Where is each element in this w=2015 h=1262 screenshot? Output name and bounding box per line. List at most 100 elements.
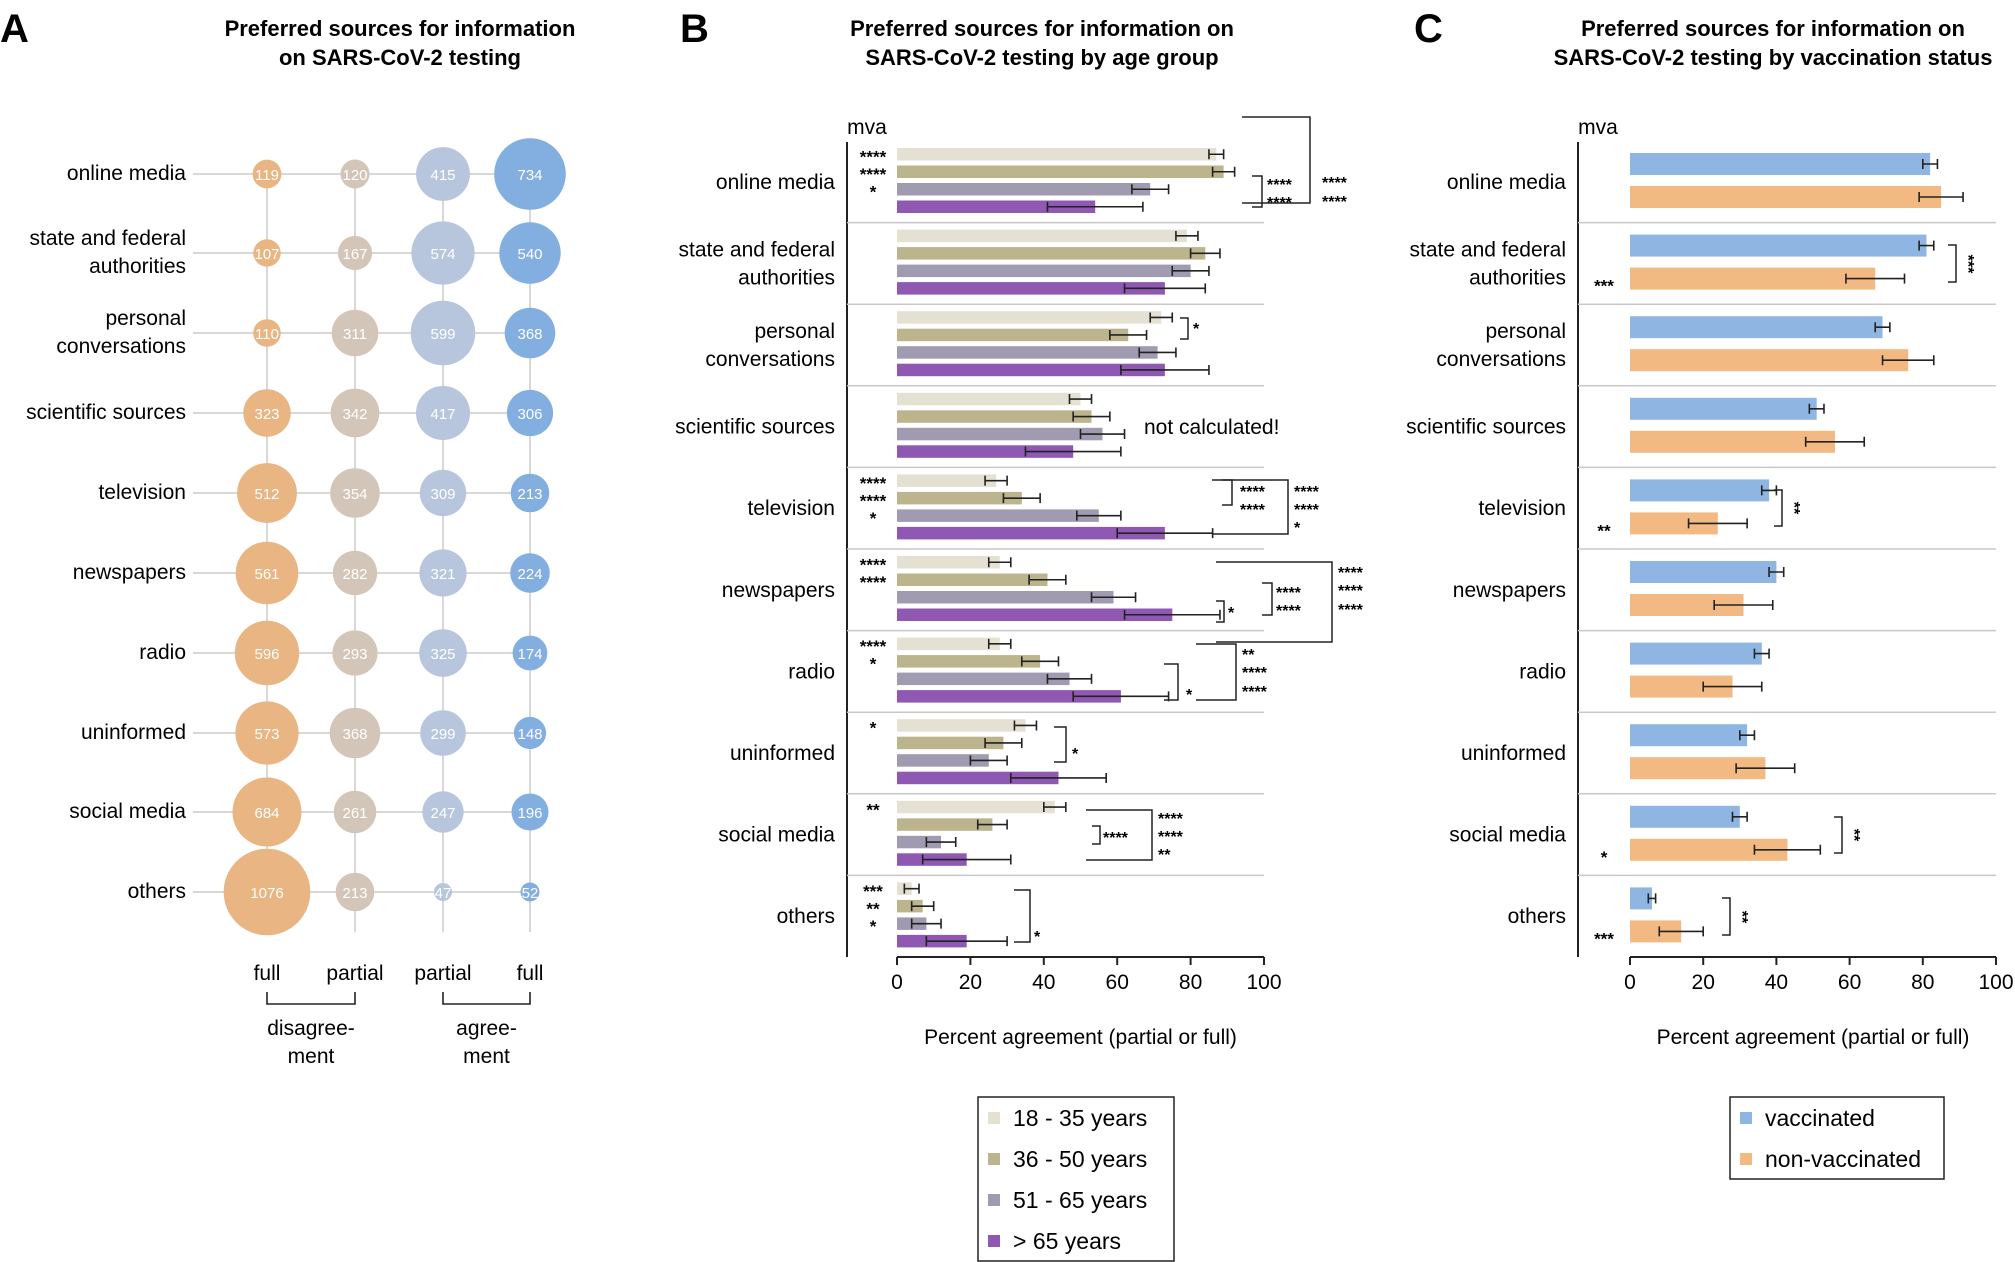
group-label: ment [463, 1045, 510, 1068]
error-bar [987, 638, 1012, 649]
category-label: authorities [1469, 266, 1566, 289]
error-bar [1068, 394, 1093, 405]
error-bar [969, 755, 1008, 766]
error-bar [1713, 600, 1774, 610]
category-label: radio [788, 660, 835, 683]
category-label: television [98, 481, 186, 504]
category-label: social media [1449, 824, 1566, 847]
error-bar [1753, 648, 1770, 659]
panel-b-title-line1: Preferred sources for information on [850, 16, 1234, 41]
bubble [420, 710, 466, 756]
bubble-value-label: 293 [342, 646, 367, 663]
error-bar [925, 936, 1008, 947]
mva-label: mva [1578, 116, 1618, 139]
bubble [410, 300, 476, 366]
bubble [506, 389, 554, 437]
bubble [232, 777, 302, 847]
mva-significance: * [870, 917, 877, 936]
legend-swatch [1740, 1153, 1752, 1165]
error-bar [1171, 265, 1210, 276]
bar [1630, 675, 1733, 698]
not-calculated-note: not calculated! [1144, 416, 1279, 439]
significance-stars: * [1294, 520, 1301, 537]
bubble-value-label: 110 [255, 326, 279, 343]
bar [1630, 642, 1762, 665]
group-label: ment [288, 1045, 335, 1068]
legend-swatch [988, 1235, 1000, 1247]
significance-bracket [1242, 116, 1311, 204]
mva-significance: **** [860, 637, 887, 656]
bubble-value-label: 734 [517, 167, 542, 184]
error-bar [1072, 411, 1111, 422]
bubble [422, 791, 464, 833]
category-label: scientific sources [675, 416, 835, 439]
bubble-value-label: 415 [430, 167, 455, 184]
significance-bracket [1252, 175, 1263, 208]
x-axis-title: Percent agreement (partial or full) [924, 1026, 1237, 1049]
error-bar [910, 901, 935, 912]
bar [897, 637, 1000, 651]
significance-stars: **** [1240, 484, 1266, 501]
error-bar [1731, 811, 1748, 822]
mva-significance: **** [860, 573, 887, 592]
bar [897, 754, 989, 767]
bubble [411, 221, 475, 285]
bubble-value-label: 309 [430, 486, 455, 503]
error-bar [903, 883, 920, 894]
significance-stars: **** [1338, 583, 1364, 600]
mva-significance: **** [860, 474, 887, 493]
error-bar [1702, 681, 1763, 692]
bar [897, 264, 1191, 278]
bar [1630, 887, 1652, 910]
legend-box [1729, 1096, 1945, 1180]
bar [897, 655, 1041, 668]
error-bar [1116, 528, 1214, 539]
significance-bracket [1222, 479, 1233, 506]
bar [897, 183, 1151, 196]
x-tick-label: 100 [1246, 971, 1281, 994]
category-label: social media [69, 800, 186, 823]
significance-stars: **** [1276, 603, 1302, 620]
significance-bracket [1216, 561, 1333, 643]
mva-significance: * [870, 719, 877, 738]
bar [1630, 594, 1744, 616]
category-label: personal [105, 307, 186, 330]
error-bar [1922, 159, 1939, 169]
bubble-value-label: 306 [517, 406, 542, 423]
bubble-value-label: 282 [342, 566, 367, 583]
bubble-value-label: 167 [342, 246, 367, 263]
mva-significance: **** [860, 491, 887, 510]
bubble [419, 549, 467, 597]
bubble [416, 147, 470, 201]
bar [897, 899, 923, 913]
bubble-value-label: 417 [430, 406, 455, 423]
mva-significance: **** [860, 165, 887, 184]
error-bar [1658, 926, 1704, 937]
bubble-value-label: 321 [430, 566, 455, 583]
error-bar [921, 854, 1012, 865]
legend-item-label: vaccinated [1765, 1105, 1875, 1131]
error-bar [1918, 240, 1935, 251]
significance-stars: **** [1322, 194, 1348, 211]
error-bar [1013, 720, 1038, 731]
significance-bracket [1054, 726, 1067, 763]
bubble [237, 463, 297, 523]
significance-bracket [1948, 244, 1957, 283]
bar [897, 800, 1055, 814]
error-bar [1175, 230, 1199, 241]
bar [897, 573, 1048, 586]
bubble [329, 707, 381, 759]
bar [1630, 267, 1876, 290]
error-bar [1753, 844, 1822, 855]
category-label: uninformed [1461, 742, 1566, 765]
mva-significance: ** [1597, 521, 1611, 540]
category-label: state and federal [679, 238, 835, 261]
x-tick-label: 20 [959, 971, 982, 994]
mva-significance: *** [1594, 277, 1614, 296]
x-tick-label: 80 [1911, 971, 1934, 994]
bubble [340, 159, 370, 189]
bubble-value-label: 311 [343, 326, 367, 343]
bubble [332, 630, 378, 676]
category-label: newspapers [1453, 579, 1566, 602]
bubble-value-label: 213 [517, 486, 542, 503]
